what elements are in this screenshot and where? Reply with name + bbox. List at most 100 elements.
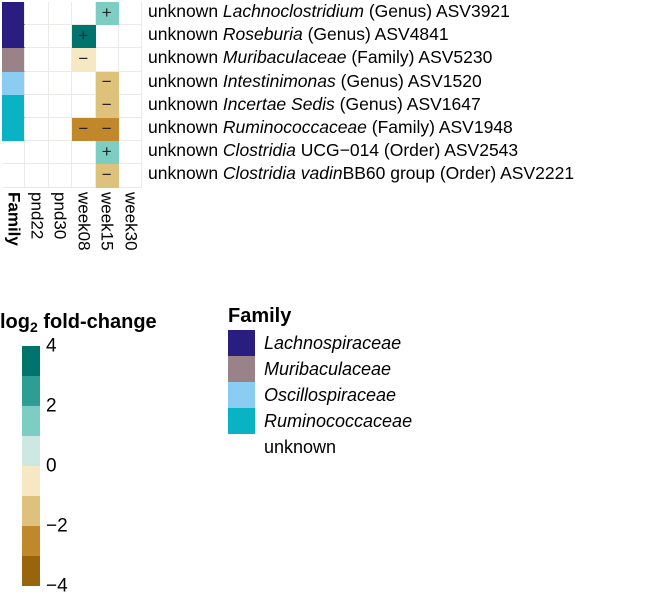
x-axis-label-week15: week15 [96, 190, 119, 280]
heatmap-row-label: unknown Clostridia UCG−014 (Order) ASV25… [148, 140, 519, 161]
family-legend-label: Ruminococcaceae [264, 411, 413, 431]
heatmap-family-cell [2, 94, 26, 118]
heatmap-cell: − [72, 48, 96, 72]
heatmap-cell: − [95, 71, 119, 95]
heatmap-cell: − [72, 117, 96, 142]
x-axis-label-text: week08 [74, 192, 94, 251]
cell-plus-symbol: + [78, 25, 89, 45]
family-legend-title: Family [228, 305, 292, 327]
heatmap-cell: + [95, 141, 119, 165]
x-axis-label-pnd30: pnd30 [49, 190, 72, 280]
colorbar-tick-label: 4 [46, 335, 57, 357]
x-axis-label-week08: week08 [72, 190, 95, 280]
heatmap-cell [118, 94, 143, 118]
colorbar-title: log2 fold-change [0, 311, 157, 335]
colorbar-band [22, 466, 40, 496]
cell-minus-symbol: − [78, 48, 89, 68]
colorbar-tick-label: −2 [46, 515, 68, 537]
family-legend-label: Oscillospiraceae [264, 385, 397, 405]
heatmap-row-label: unknown Muribaculaceae (Family) ASV5230 [148, 47, 493, 68]
heatmap-cell [25, 71, 49, 95]
cell-minus-symbol: − [78, 118, 89, 138]
colorbar-band [22, 376, 40, 406]
heatmap-row-label: unknown Intestinimonas (Genus) ASV1520 [148, 70, 482, 91]
colorbar-tick-label: 0 [46, 455, 57, 477]
family-legend-swatch [228, 408, 255, 434]
family-legend-label: Muribaculaceae [264, 359, 392, 379]
heatmap-cell [48, 141, 73, 165]
heatmap-cell [25, 141, 49, 165]
heatmap-cell [72, 164, 96, 188]
heatmap-cell [25, 2, 49, 26]
heatmap-family-cell [2, 141, 26, 165]
family-legend-item: Oscillospiraceae [228, 382, 528, 408]
x-axis-label-week30: week30 [119, 190, 142, 280]
family-legend-label: unknown [264, 437, 337, 457]
family-legend-item: Muribaculaceae [228, 356, 528, 382]
heatmap-cell: − [95, 94, 119, 118]
heatmap-cell: − [95, 164, 119, 188]
heatmap-family-cell [2, 164, 26, 188]
x-axis-label-text: Family [4, 192, 24, 246]
heatmap-cell [118, 25, 143, 49]
x-axis-label-text: week15 [97, 192, 117, 251]
heatmap-family-cell [2, 2, 26, 26]
heatmap-cell [48, 164, 73, 188]
colorbar-tick-label: −4 [46, 575, 68, 597]
family-legend-swatch [228, 330, 255, 356]
heatmap-family-cell [2, 117, 26, 142]
heatmap-row-labels: unknown Lachnoclostridium (Genus) ASV392… [148, 0, 666, 186]
colorbar-band [22, 556, 40, 586]
heatmap-cell [118, 141, 143, 165]
heatmap-cell [48, 48, 73, 72]
heatmap-row-label: unknown Roseburia (Genus) ASV4841 [148, 24, 449, 45]
family-legend-item: unknown [228, 434, 528, 460]
colorbar-gradient [22, 346, 40, 586]
heatmap-family-cell [2, 48, 26, 72]
colorbar-tick-label: 2 [46, 395, 57, 417]
heatmap-row-label: unknown Incertae Sedis (Genus) ASV1647 [148, 93, 481, 114]
x-axis-label-family: Family [2, 190, 25, 280]
cell-minus-symbol: − [101, 95, 112, 115]
colorbar-band [22, 526, 40, 556]
heatmap-row-label: unknown Clostridia vadinBB60 group (Orde… [148, 163, 575, 184]
heatmap-cell [118, 117, 143, 142]
colorbar-tick-labels: 4 2 0 −2 −4 [42, 337, 102, 596]
heatmap-cell: + [95, 2, 119, 26]
heatmap-cell [25, 48, 49, 72]
heatmap-cell [118, 48, 143, 72]
heatmap-row-label: unknown Lachnoclostridium (Genus) ASV392… [148, 1, 510, 21]
colorbar-band [22, 406, 40, 436]
heatmap-family-cell [2, 25, 26, 49]
heatmap-cell [118, 71, 143, 95]
heatmap-cell [48, 2, 73, 26]
heatmap-cell [95, 48, 119, 72]
colorbar-band [22, 436, 40, 466]
heatmap-cell [25, 164, 49, 188]
heatmap-cell [25, 25, 49, 49]
x-axis-label-text: pnd22 [27, 192, 47, 240]
x-axis-label-text: pnd30 [50, 192, 70, 240]
family-legend-swatch [228, 434, 255, 460]
heatmap-cell [72, 94, 96, 118]
heatmap-grid: ++−−−−−+− [2, 2, 143, 188]
heatmap-cell [48, 117, 73, 142]
cell-minus-symbol: − [101, 164, 112, 184]
heatmap-cell: − [95, 117, 119, 142]
heatmap-family-cell [2, 71, 26, 95]
colorbar-title-subscript: 2 [30, 319, 38, 335]
heatmap-row-label: unknown Ruminococcaceae (Family) ASV1948 [148, 116, 513, 137]
colorbar-band [22, 346, 40, 376]
cell-minus-symbol: − [101, 72, 112, 92]
heatmap-cell [25, 117, 49, 142]
x-axis-label-pnd22: pnd22 [25, 190, 48, 280]
family-legend-swatch [228, 382, 255, 408]
heatmap-cell [72, 71, 96, 95]
cell-plus-symbol: + [101, 2, 112, 22]
heatmap-cell [48, 25, 73, 49]
heatmap-cell [118, 164, 143, 188]
